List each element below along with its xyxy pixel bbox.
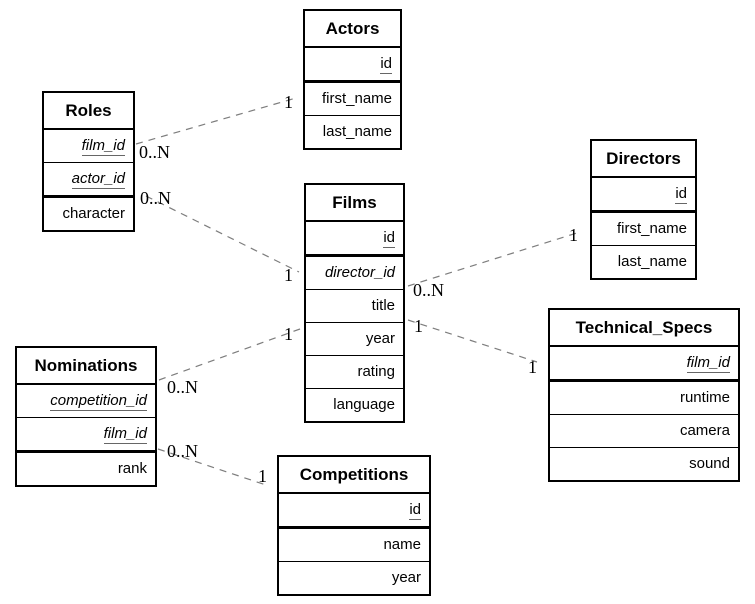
field-label: id: [383, 229, 395, 248]
entity-directors: Directors id first_name last_name: [590, 139, 697, 280]
field-row-id: id: [306, 222, 403, 254]
entity-title: Nominations: [17, 348, 155, 385]
relationship-line-roles-films: [145, 195, 300, 273]
cardinality-label: 1: [284, 324, 293, 344]
field-row-year: year: [306, 322, 403, 355]
field-row-film_id: film_id: [550, 347, 738, 379]
relationship-line-nominations-films: [158, 328, 301, 381]
field-row-competition_id: competition_id: [17, 385, 155, 417]
field-row-film_id: film_id: [17, 417, 155, 450]
field-row-first_name: first_name: [592, 210, 695, 245]
cardinality-label: 0..N: [167, 441, 198, 461]
field-row-language: language: [306, 388, 403, 421]
field-label: actor_id: [71, 170, 125, 189]
field-row-id: id: [305, 48, 400, 80]
cardinality-label: 0..N: [140, 188, 171, 208]
cardinality-label: 1: [569, 225, 578, 245]
field-label: title: [371, 297, 395, 314]
cardinality-label: 0..N: [139, 142, 170, 162]
field-label: film_id: [81, 137, 125, 156]
field-row-first_name: first_name: [305, 80, 400, 115]
field-label: year: [391, 569, 421, 586]
field-row-director_id: director_id: [306, 254, 403, 289]
field-label: rating: [357, 363, 395, 380]
field-label: first_name: [616, 220, 687, 237]
field-label: name: [383, 536, 421, 553]
entity-title: Actors: [305, 11, 400, 48]
relationship-line-roles-actors: [135, 97, 297, 145]
field-label: film_id: [103, 425, 147, 444]
field-label: id: [380, 55, 392, 74]
entity-actors: Actors id first_name last_name: [303, 9, 402, 150]
entity-title: Films: [306, 185, 403, 222]
field-label: id: [675, 185, 687, 204]
field-row-year: year: [279, 561, 429, 594]
field-label: film_id: [686, 354, 730, 373]
relationship-line-films-technical_specs: [407, 319, 538, 363]
field-label: runtime: [679, 389, 730, 406]
field-label: director_id: [324, 264, 395, 281]
cardinality-label: 1: [528, 357, 537, 377]
field-label: language: [333, 396, 395, 413]
field-row-character: character: [44, 195, 133, 230]
cardinality-label: 0..N: [167, 377, 198, 397]
field-row-rank: rank: [17, 450, 155, 485]
field-label: first_name: [321, 90, 392, 107]
cardinality-label: 1: [414, 316, 423, 336]
field-label: character: [62, 205, 125, 222]
field-row-sound: sound: [550, 447, 738, 480]
field-row-last_name: last_name: [305, 115, 400, 148]
field-label: camera: [679, 422, 730, 439]
entity-title: Competitions: [279, 457, 429, 494]
field-row-film_id: film_id: [44, 130, 133, 162]
field-row-last_name: last_name: [592, 245, 695, 278]
field-label: last_name: [617, 253, 687, 270]
entity-title: Technical_Specs: [550, 310, 738, 347]
relationship-line-films-directors: [407, 231, 581, 287]
field-row-id: id: [279, 494, 429, 526]
field-label: year: [365, 330, 395, 347]
entity-title: Directors: [592, 141, 695, 178]
entity-roles: Roles film_id actor_id character: [42, 91, 135, 232]
entity-title: Roles: [44, 93, 133, 130]
field-row-runtime: runtime: [550, 379, 738, 414]
field-label: rank: [117, 460, 147, 477]
field-label: sound: [689, 455, 730, 472]
cardinality-label: 1: [258, 466, 267, 486]
field-label: id: [409, 501, 421, 520]
field-row-camera: camera: [550, 414, 738, 447]
field-row-name: name: [279, 526, 429, 561]
field-row-id: id: [592, 178, 695, 210]
field-label: competition_id: [50, 392, 147, 411]
entity-competitions: Competitions id name year: [277, 455, 431, 596]
field-row-actor_id: actor_id: [44, 162, 133, 195]
cardinality-label: 1: [284, 265, 293, 285]
field-label: last_name: [322, 123, 392, 140]
field-row-title: title: [306, 289, 403, 322]
field-row-rating: rating: [306, 355, 403, 388]
cardinality-label: 1: [284, 92, 293, 112]
relationship-line-nominations-competitions: [157, 448, 270, 487]
cardinality-label: 0..N: [413, 280, 444, 300]
